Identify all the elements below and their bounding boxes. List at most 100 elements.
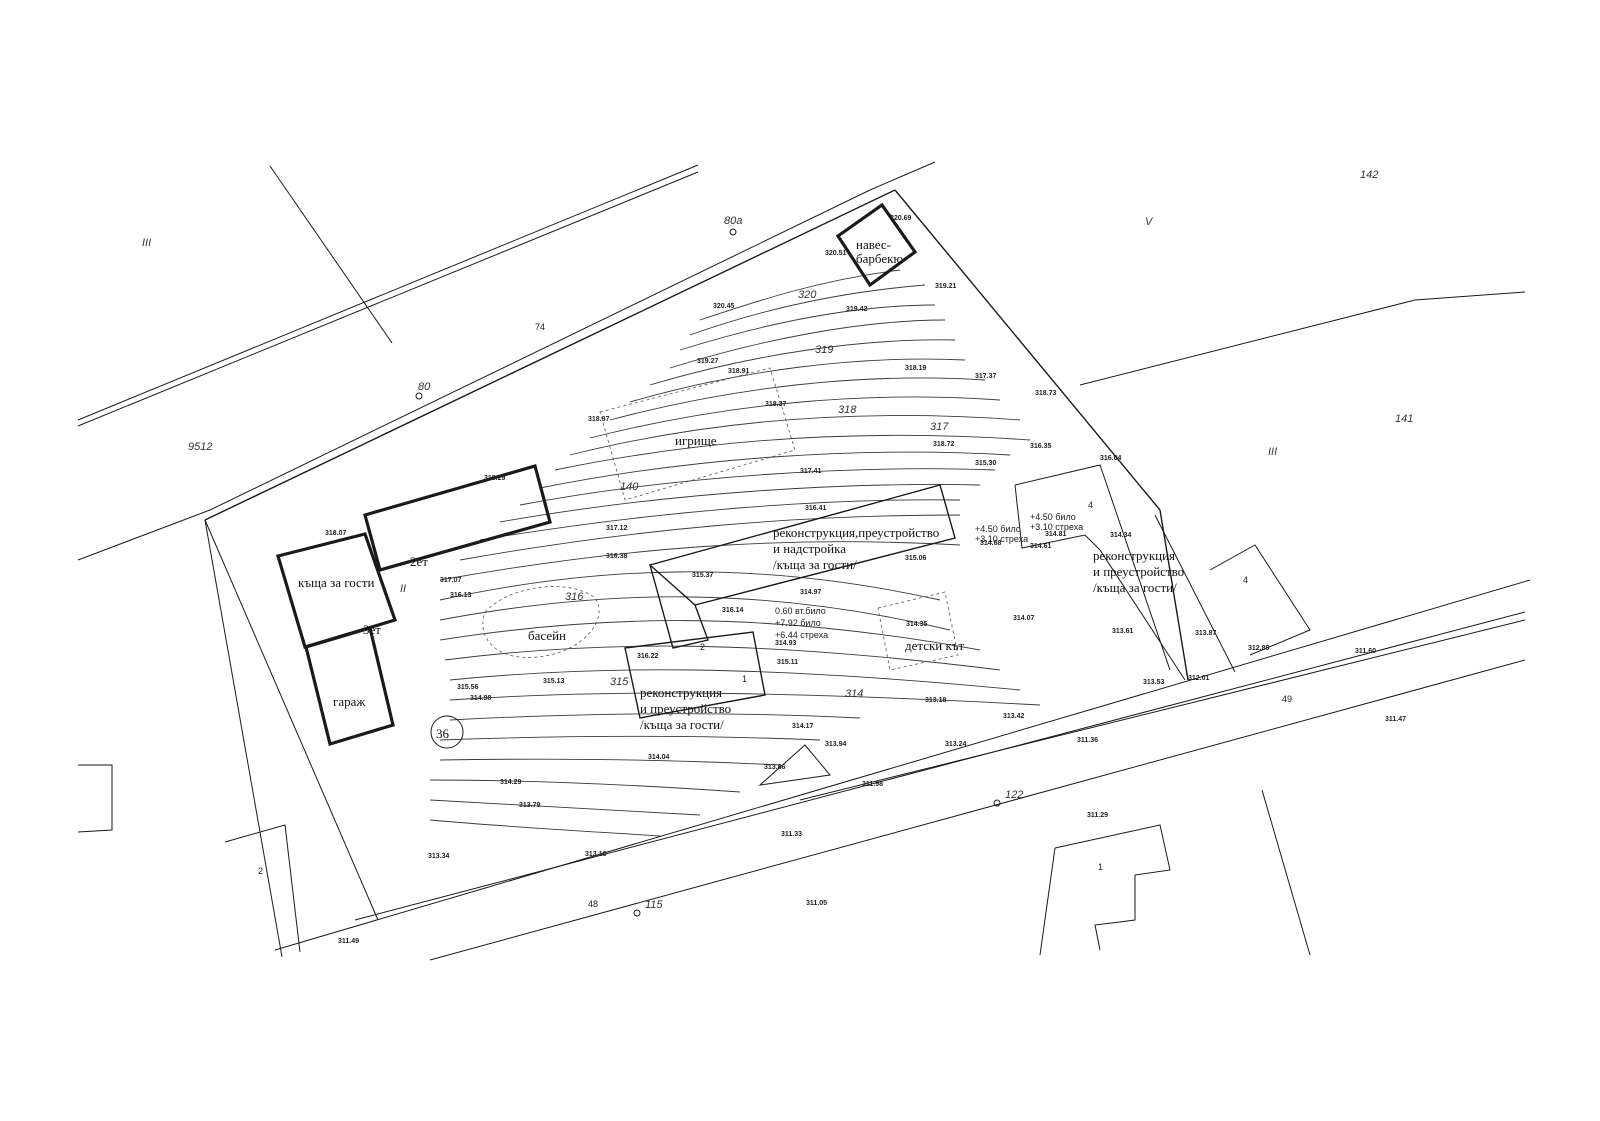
elevation: 316.35 [1030, 443, 1052, 450]
elevation: 313.86 [764, 764, 786, 771]
elevation: 314.97 [800, 589, 822, 596]
elevation: 318.72 [933, 441, 955, 448]
kids-corner-outline [877, 591, 959, 671]
elevation: 314.81 [1045, 531, 1067, 538]
height-note: +4.50 било [975, 524, 1021, 534]
elevation: 311.98 [862, 781, 883, 788]
recon-mid-label: реконструкция [640, 685, 722, 700]
contour-label: 318 [838, 404, 857, 416]
elevation: 315.30 [975, 460, 997, 467]
elevation: 318.37 [765, 401, 787, 408]
street-lines [77, 161, 1531, 961]
elevation: 314.68 [980, 540, 1002, 547]
recon-top-label: /къща за гости/ [773, 557, 857, 572]
garage [304, 625, 395, 747]
street-point [415, 392, 423, 400]
recon-mid-label: и преустройство [640, 701, 731, 716]
recon-right-label: реконструкция [1093, 548, 1175, 563]
elevation: 320.45 [713, 303, 735, 310]
elevation: 314.93 [775, 640, 797, 647]
parcel-label: 140 [620, 481, 639, 493]
elevation: 313.61 [1112, 628, 1134, 635]
elevation: 311.36 [1077, 737, 1098, 744]
height-note: +6.44 стреха [775, 630, 828, 640]
contour-label: 317 [930, 421, 949, 433]
elevation: 318.97 [588, 416, 610, 423]
floors-label: 2ет [410, 554, 428, 569]
elevation: 313.34 [428, 853, 450, 860]
elevation: 311.33 [781, 831, 802, 838]
parcel-label: 74 [535, 322, 545, 332]
street-label: 80а [724, 215, 742, 227]
elevation: 317.37 [975, 373, 997, 380]
parcel-label: 4 [1243, 575, 1248, 585]
contour-label: 320 [798, 289, 817, 301]
elevation: 317.07 [440, 577, 462, 584]
elevation: 314.61 [1030, 543, 1052, 550]
elevation: 319.27 [697, 358, 719, 365]
street-point [729, 228, 737, 236]
recon-top-label: реконструкция,преустройство [773, 525, 939, 540]
elevation: 311.29 [1087, 812, 1108, 819]
contour-label: 314 [845, 688, 863, 700]
quarter-label: II [400, 583, 406, 595]
elevation: 318.73 [1035, 390, 1057, 397]
elevation: 314.34 [1110, 532, 1132, 539]
street-label: 115 [645, 899, 663, 911]
elevation: 313.94 [825, 741, 847, 748]
garage-label: гараж [333, 694, 366, 709]
elevation: 320.69 [890, 215, 912, 222]
reconstructed-buildings [624, 484, 956, 719]
elevation: 314.29 [500, 779, 522, 786]
quarter-label: V [1145, 216, 1154, 228]
height-note: +3.10 стреха [975, 534, 1028, 544]
elevation: 313.42 [1003, 713, 1025, 720]
contour-label: 316 [565, 591, 584, 603]
playground-outline [599, 367, 796, 501]
bbq-canopy [835, 202, 918, 288]
elevation: 315.06 [905, 555, 927, 562]
parcel-label: 49 [1282, 694, 1292, 704]
elevation: 316.14 [722, 607, 744, 614]
parcel-label: 9512 [188, 441, 212, 453]
elevation: 313.53 [1143, 679, 1165, 686]
elevation: 314.98 [470, 695, 492, 702]
elevation: 316.38 [606, 553, 628, 560]
guest-house [275, 532, 398, 649]
street-point [993, 799, 1001, 807]
plot-number: 36 [436, 726, 450, 741]
buildings [275, 202, 918, 747]
playground-label: игрище [675, 433, 717, 448]
kids-corner-label: детски кът [905, 638, 965, 653]
recon-top-label: и надстройка [773, 541, 846, 556]
spot-elevations: 320.69 320.51 319.21 320.45 319.42 319.2… [325, 215, 1406, 945]
elevation: 314.35 [906, 621, 928, 628]
elevation: 314.07 [1013, 615, 1035, 622]
elevation: 313.24 [945, 741, 967, 748]
triangle-structure [758, 744, 831, 786]
recon-mid-label: /къща за гости/ [640, 717, 724, 732]
elevation: 311.49 [338, 938, 359, 945]
elevation: 312.01 [1188, 675, 1210, 682]
elevation: 311.05 [806, 900, 827, 907]
street-label: 80 [418, 381, 431, 393]
parcel-label: 142 [1360, 169, 1378, 181]
parcel-label: 4 [1088, 500, 1093, 510]
guest-house-label: къща за гости [298, 575, 375, 590]
elevation: 319.42 [846, 306, 868, 313]
height-note: +3.10 стреха [1030, 522, 1083, 532]
elevation: 316.41 [805, 505, 827, 512]
height-note: +7.92 било [775, 618, 821, 628]
floors-label: 3ет [363, 622, 381, 637]
pool-outline [482, 586, 600, 658]
parcel-label: 48 [588, 899, 598, 909]
elevation: 316.13 [450, 592, 472, 599]
elevation: 313.79 [519, 802, 541, 809]
contour-label: 315 [610, 676, 629, 688]
contour-label: 319 [815, 344, 833, 356]
elevation: 311.60 [1355, 648, 1376, 655]
elevation: 316.04 [1100, 455, 1122, 462]
building-number: 2 [700, 642, 705, 652]
